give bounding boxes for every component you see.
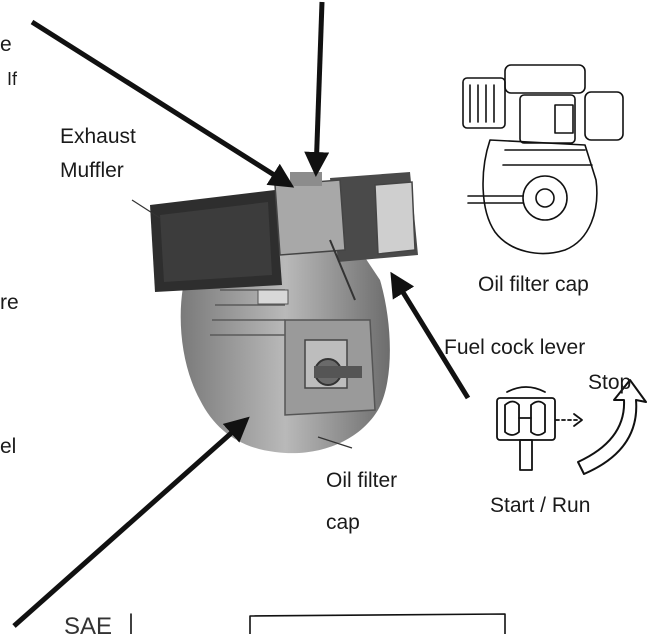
oil-filter-label-line1: Oil filter bbox=[326, 469, 398, 492]
arrow-to-engine-top-left bbox=[30, 19, 295, 188]
stop-label: Stop bbox=[588, 371, 632, 394]
exhaust-label-line2: Muffler bbox=[60, 159, 124, 182]
engine-photo bbox=[150, 172, 418, 454]
exhaust-label-line1: Exhaust bbox=[60, 125, 136, 148]
oil-filter-leader-line bbox=[317, 436, 353, 449]
fuel-cock-sketch bbox=[496, 386, 583, 471]
partial-label-sae: SAE bbox=[64, 613, 113, 640]
partial-label-el: el bbox=[0, 435, 17, 458]
oil-filter-label-line2: cap bbox=[326, 511, 360, 534]
arrow-from-bottom-left bbox=[12, 416, 250, 628]
start-run-label: Start / Run bbox=[490, 494, 591, 517]
fuel-cock-lever-label: Fuel cock lever bbox=[444, 336, 586, 359]
partial-label-re: re bbox=[0, 291, 19, 314]
oil-filter-cap-label-top: Oil filter cap bbox=[478, 273, 589, 296]
lever-direction-arrow bbox=[577, 379, 647, 475]
engine-sketch bbox=[462, 64, 624, 255]
partial-label-e: e bbox=[0, 33, 12, 56]
exhaust-leader-line bbox=[131, 199, 161, 219]
arrow-to-fuel-cock bbox=[390, 271, 471, 400]
partial-label-if: If bbox=[7, 69, 18, 89]
pointer-arrows bbox=[12, 1, 471, 628]
bottom-partial-box bbox=[130, 613, 506, 634]
arrow-to-engine-top bbox=[304, 1, 330, 177]
